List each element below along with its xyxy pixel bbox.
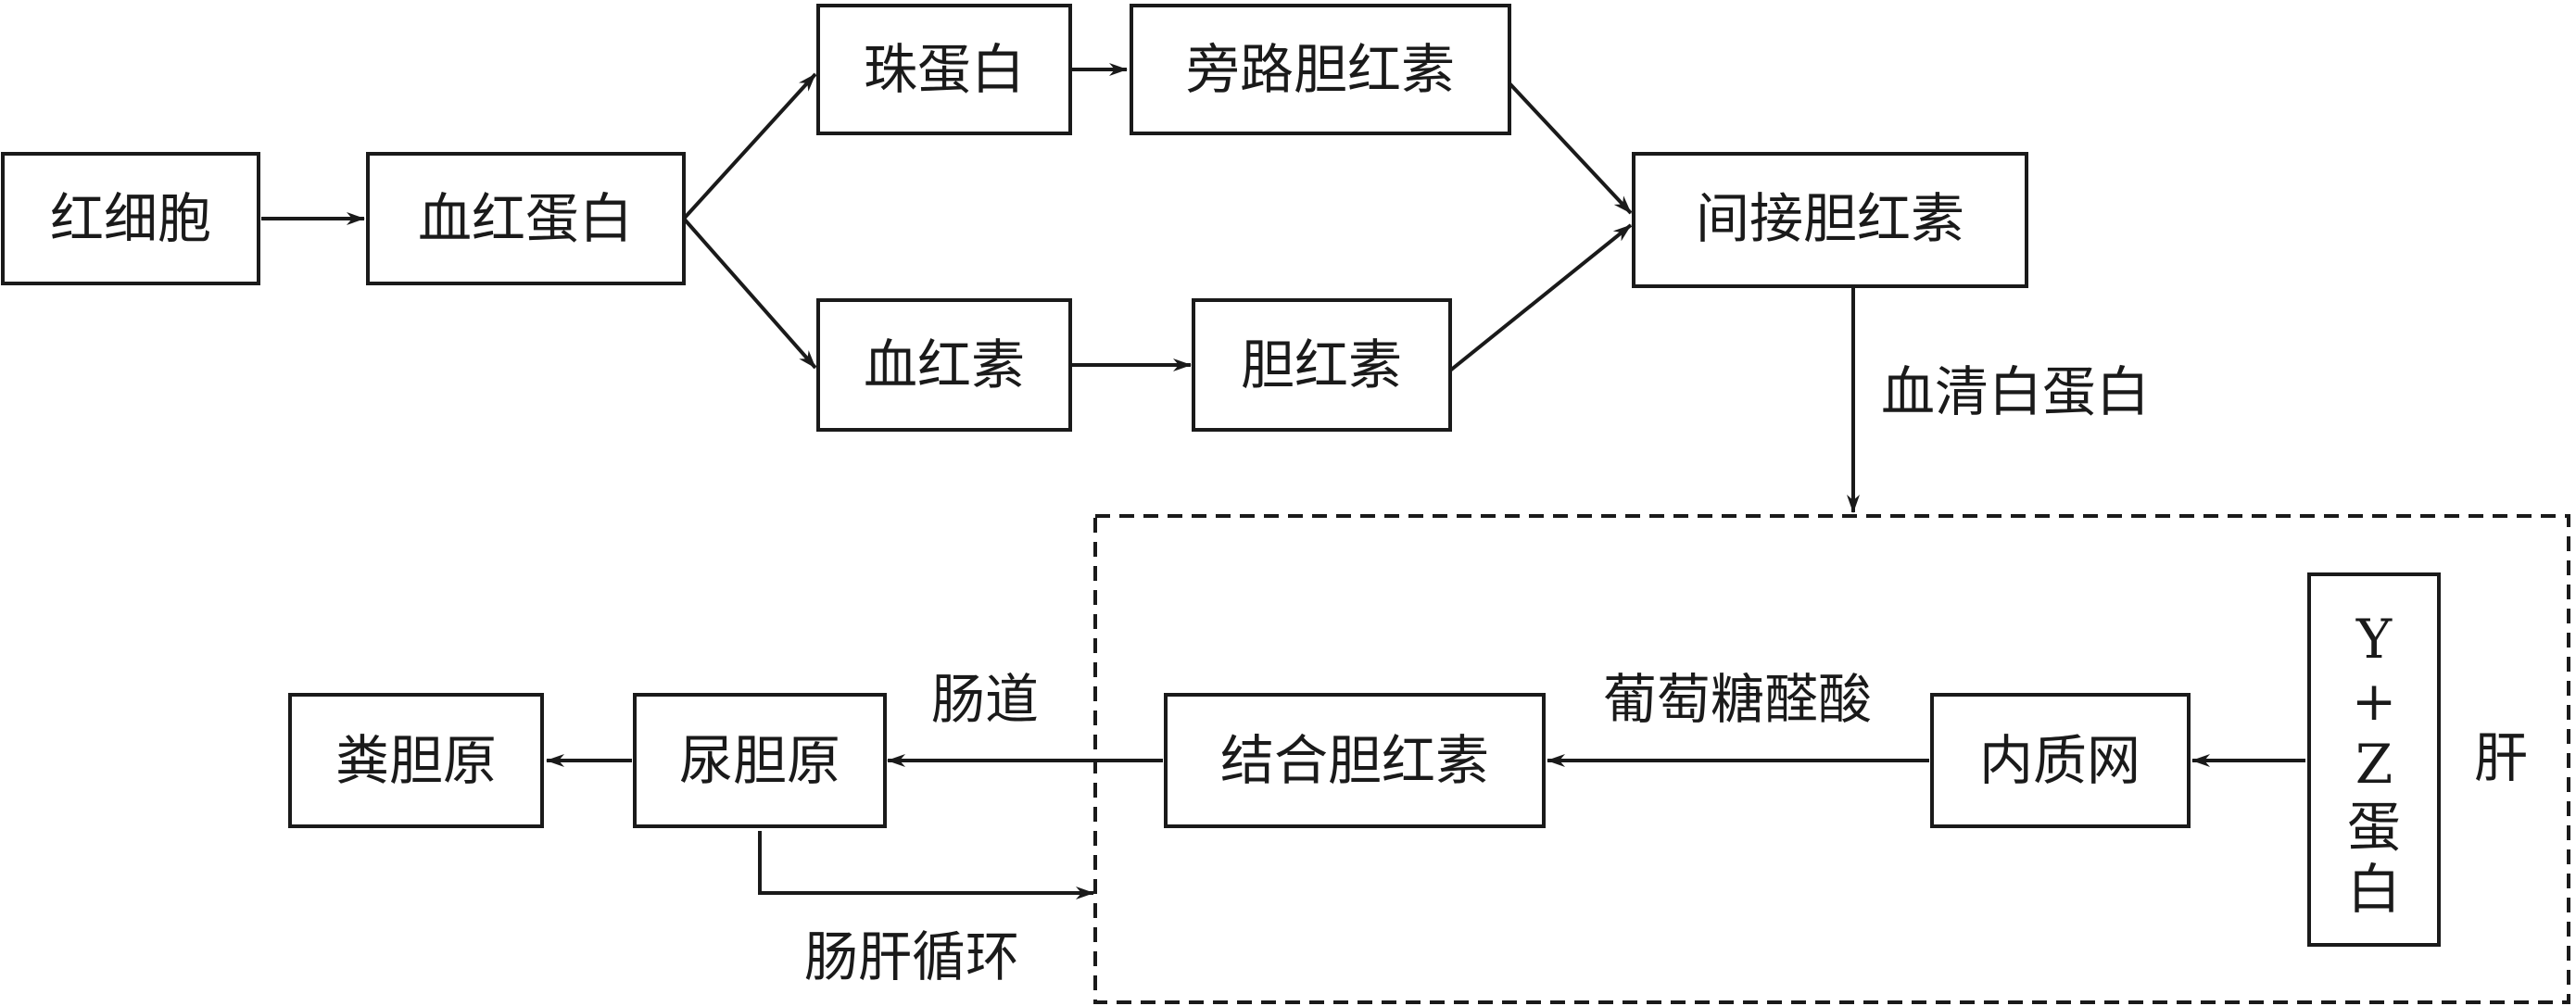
node-shunt-bilirubin: 旁路胆红素: [1130, 4, 1511, 135]
svg-text:珠蛋白: 珠蛋白: [864, 38, 1025, 101]
label-serum-albumin: 血清白蛋白: [1881, 360, 2150, 423]
node-globin: 珠蛋白: [816, 4, 1072, 135]
node-heme: 血红素: [816, 298, 1072, 432]
node-red-blood-cell: 红细胞: [1, 152, 260, 285]
node-hemoglobin: 血红蛋白: [366, 152, 686, 285]
svg-text:血红蛋白: 血红蛋白: [418, 187, 633, 250]
svg-text:结合胆红素: 结合胆红素: [1220, 729, 1489, 792]
svg-text:胆红素: 胆红素: [1241, 333, 1402, 396]
svg-text:Y: Y: [2355, 608, 2393, 671]
node-conjugated-bilirubin: 结合胆红素: [1164, 693, 1546, 828]
edge-shunt-to-indirect: [1508, 82, 1633, 215]
edge-hemoglobin-to-globin: [682, 72, 817, 220]
svg-text:内质网: 内质网: [1979, 729, 2140, 792]
label-glucuronic-acid: 葡萄糖醛酸: [1603, 668, 1872, 731]
svg-text:白: 白: [2347, 858, 2401, 921]
node-indirect-bilirubin: 间接胆红素: [1632, 152, 2028, 288]
edge-hemoglobin-to-heme: [682, 217, 817, 370]
node-endoplasmic-reticulum: 内质网: [1930, 693, 2191, 828]
node-yz-protein: Y + Z 蛋 白: [2307, 572, 2441, 947]
svg-text:粪胆原: 粪胆原: [335, 729, 497, 792]
edge-bilirubin-to-indirect: [1448, 223, 1633, 372]
svg-text:红细胞: 红细胞: [50, 187, 211, 250]
node-bilirubin: 胆红素: [1192, 298, 1452, 432]
svg-text:间接胆红素: 间接胆红素: [1696, 187, 1964, 250]
label-intestine: 肠道: [931, 668, 1039, 731]
svg-text:旁路胆红素: 旁路胆红素: [1186, 38, 1455, 101]
svg-text:尿胆原: 尿胆原: [679, 729, 840, 792]
svg-text:Z: Z: [2355, 733, 2393, 796]
svg-text:血红素: 血红素: [864, 333, 1025, 396]
node-stercobilinogen: 粪胆原: [288, 693, 544, 828]
svg-text:蛋: 蛋: [2347, 796, 2401, 859]
node-urobilinogen: 尿胆原: [633, 693, 887, 828]
liver-label: 肝: [2474, 726, 2528, 789]
edge-enterohepatic-circulation: [758, 831, 1094, 899]
label-enterohepatic-circulation: 肠肝循环: [804, 925, 1019, 988]
svg-text:+: +: [2352, 670, 2397, 733]
